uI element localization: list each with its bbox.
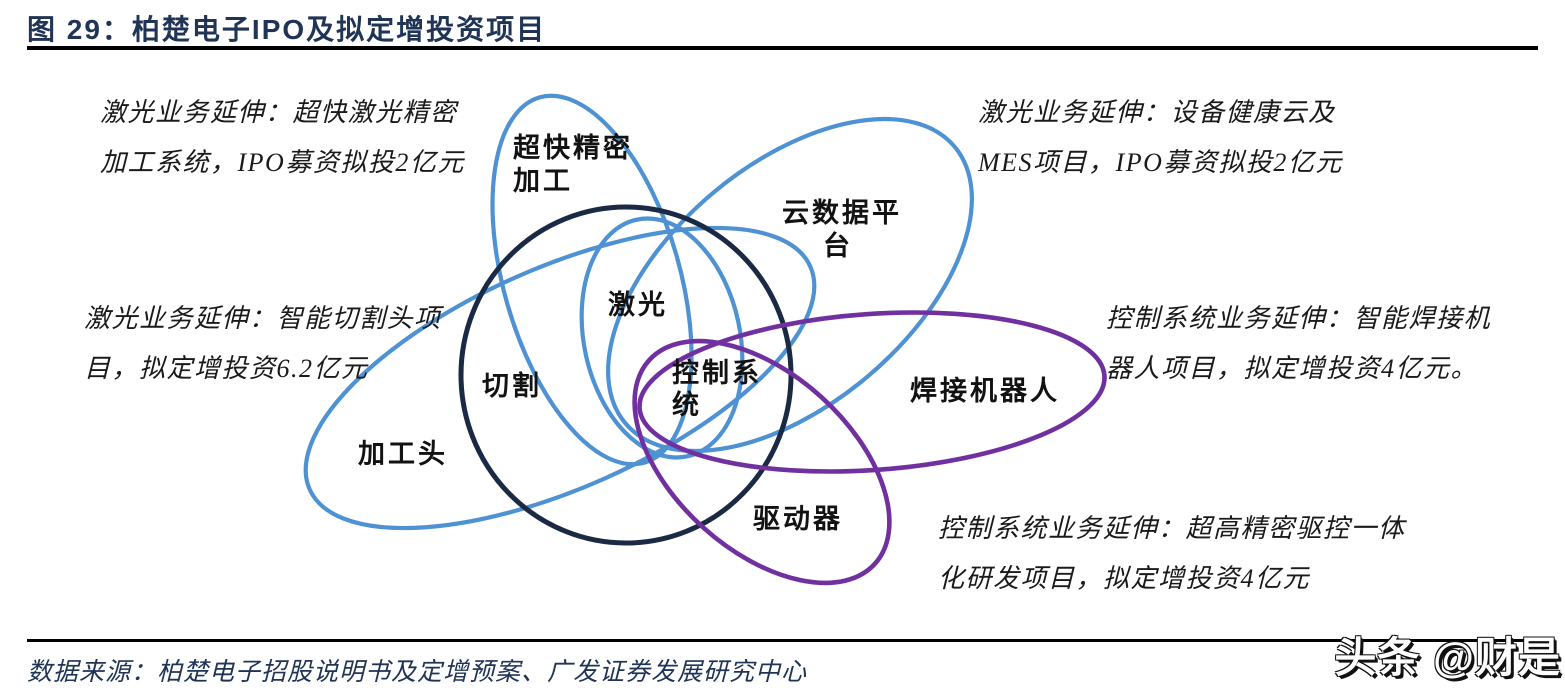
watermark-toutiao-caishi: 头条 @财是	[1334, 634, 1561, 681]
footer-divider	[27, 639, 1538, 642]
label-driver: 驱动器	[753, 504, 843, 534]
label-welding-robot: 焊接机器人	[910, 376, 1060, 406]
ellipse-cloud-platform	[606, 116, 974, 454]
annotation-bottom-right: 控制系统业务延伸：超高精密驱控一体 化研发项目，拟定增投资4亿元	[938, 514, 1406, 593]
ellipse-driver	[632, 338, 892, 586]
label-cloud-platform: 云数据平 台	[782, 198, 902, 261]
ellipse-processing-head	[303, 225, 817, 531]
data-source: 数据来源：柏楚电子招股说明书及定增预案、广发证券发展研究中心	[27, 659, 808, 686]
title-divider	[27, 46, 1538, 50]
ellipse-laser	[579, 216, 745, 460]
annotation-mid-right: 控制系统业务延伸：智能焊接机 器人项目，拟定增投资4亿元。	[1106, 304, 1492, 383]
label-laser: 激光	[608, 290, 668, 320]
figure-title: 图 29：柏楚电子IPO及拟定增投资项目	[27, 14, 547, 45]
label-processing-head: 加工头	[358, 439, 448, 469]
label-ultrafast-machining: 超快精密 加工	[513, 133, 633, 196]
ellipse-ultrafast-machining	[490, 93, 694, 467]
label-cutting: 切割	[482, 371, 542, 401]
annotation-top-left: 激光业务延伸：超快激光精密 加工系统，IPO募资拟投2亿元	[100, 98, 465, 177]
label-control-system: 控制系 统	[672, 358, 762, 420]
annotation-top-right: 激光业务延伸：设备健康云及 MES项目，IPO募资拟投2亿元	[978, 98, 1343, 177]
annotation-mid-left: 激光业务延伸：智能切割头项 目，拟定增投资6.2亿元	[84, 304, 442, 383]
